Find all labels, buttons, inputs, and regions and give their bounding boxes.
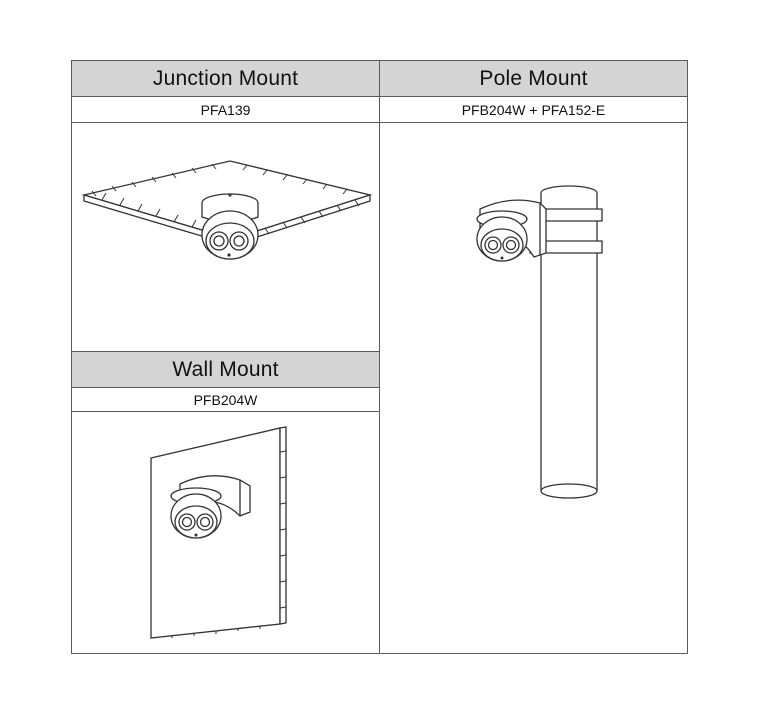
junction-mount-model: PFA139 [200,101,251,118]
ceiling-junction-mount-camera-icon [81,160,373,260]
wall-mount-illustration-cell [71,411,380,654]
wall-mount-camera-icon [150,426,287,639]
junction-mount-header: Junction Mount [71,60,380,97]
pole-mount-model-row: PFB204W + PFA152-E [379,96,688,123]
junction-mount-illustration-cell [71,122,380,352]
wall-mount-header: Wall Mount [71,351,380,388]
pole-mount-illustration-cell [379,122,688,654]
wall-mount-title: Wall Mount [172,357,279,381]
wall-mount-model: PFB204W [193,391,258,408]
pole-mount-header: Pole Mount [379,60,688,97]
wall-mount-model-row: PFB204W [71,387,380,412]
junction-mount-model-row: PFA139 [71,96,380,123]
pole-mount-camera-icon [476,185,603,499]
pole-mount-title: Pole Mount [479,66,588,90]
pole-mount-model: PFB204W + PFA152-E [461,101,606,118]
junction-mount-title: Junction Mount [152,66,299,90]
